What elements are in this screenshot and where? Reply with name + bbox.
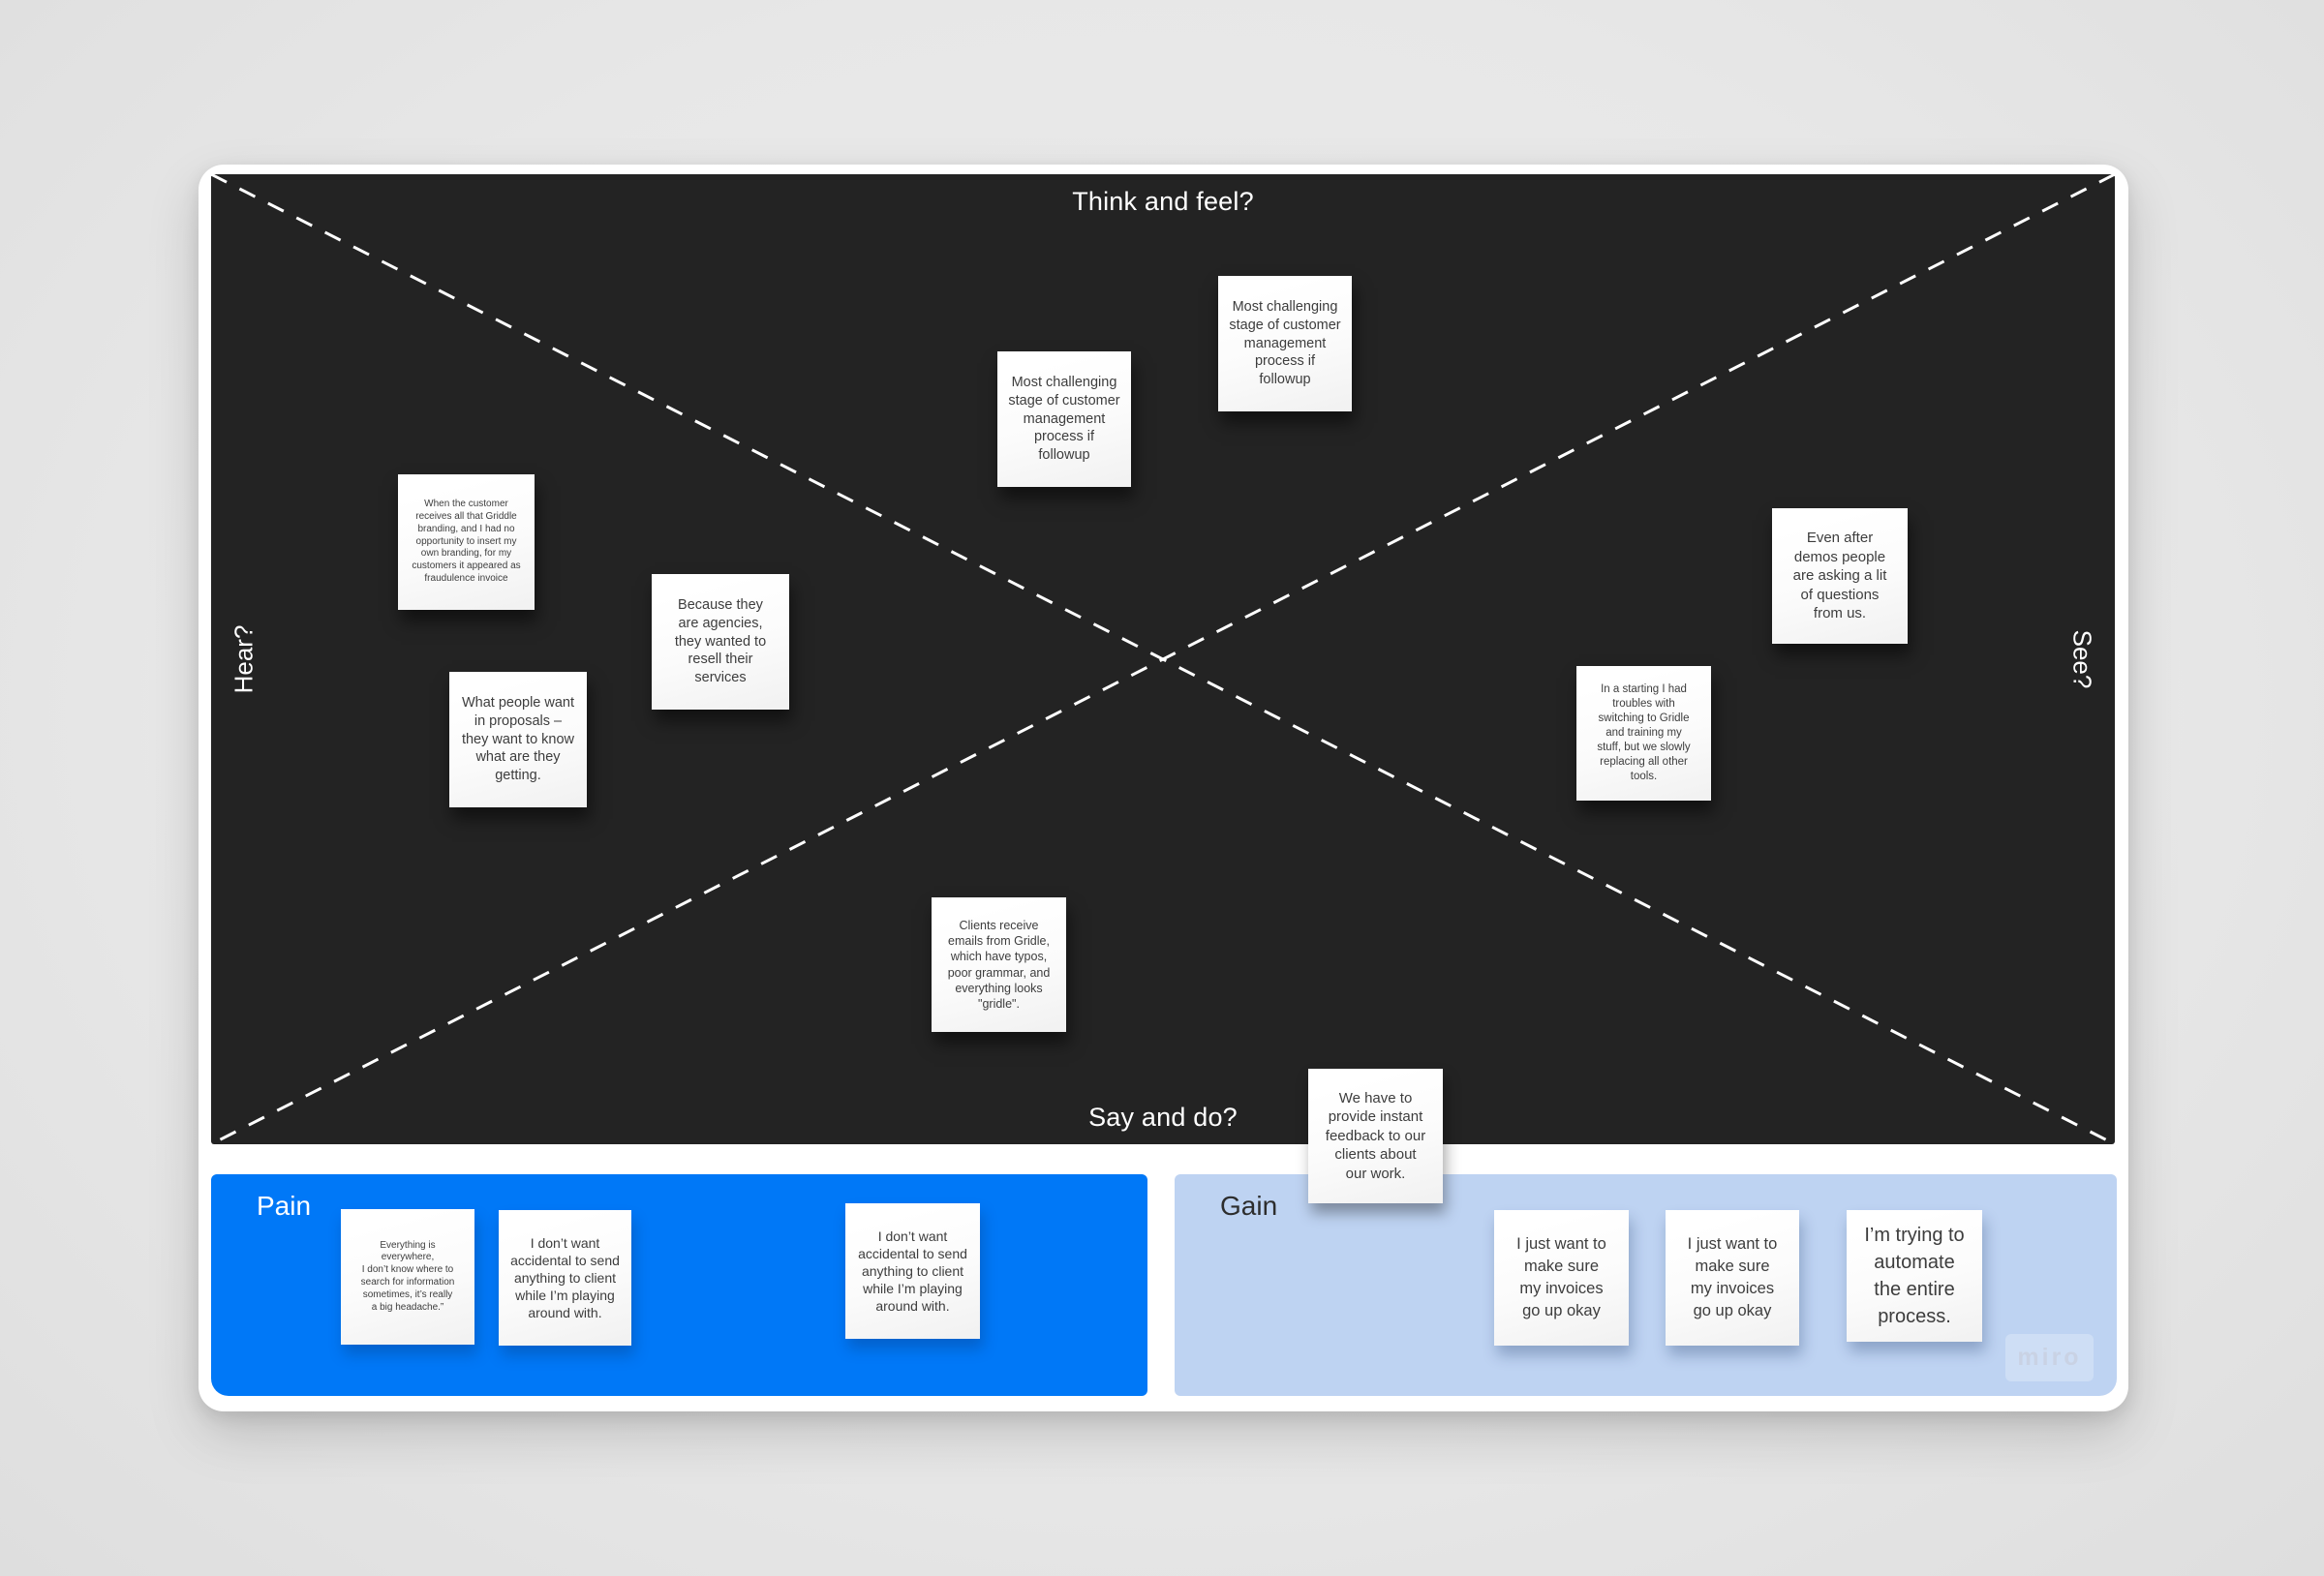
empathy-map-canvas: Think and feel? Hear? See? Say and do? (211, 174, 2115, 1144)
sticky-note-most-challenging-1[interactable]: Most challenging stage of customer manag… (1218, 276, 1352, 411)
gain-panel-label: Gain (1220, 1191, 1278, 1221)
sticky-note-agencies-resell[interactable]: Because they are agencies, they wanted t… (652, 574, 789, 710)
sticky-note-invoices-okay-2[interactable]: I just want to make sure my invoices go … (1666, 1210, 1799, 1346)
diagonal-dashed-lines (211, 174, 2115, 1144)
sticky-note-accidental-send-1[interactable]: I don’t want accidental to send anything… (499, 1210, 631, 1346)
sticky-note-griddle-branding[interactable]: When the customer receives all that Grid… (398, 474, 535, 610)
sticky-note-automate-process[interactable]: I’m trying to automate the entire proces… (1847, 1210, 1982, 1342)
sticky-note-most-challenging-2[interactable]: Most challenging stage of customer manag… (997, 351, 1131, 487)
quadrant-label-say-and-do: Say and do? (1088, 1103, 1238, 1132)
sticky-note-gridle-emails[interactable]: Clients receive emails from Gridle, whic… (932, 897, 1066, 1032)
quadrant-label-see: See? (2067, 629, 2097, 689)
sticky-note-instant-feedback[interactable]: We have to provide instant feedback to o… (1308, 1069, 1443, 1203)
quadrant-label-hear: Hear? (229, 624, 259, 694)
miro-logo[interactable]: miro (2005, 1334, 2094, 1381)
sticky-note-invoices-okay-1[interactable]: I just want to make sure my invoices go … (1494, 1210, 1629, 1346)
sticky-note-switching-troubles[interactable]: In a starting I had troubles with switch… (1576, 666, 1711, 801)
sticky-note-everything-everywhere[interactable]: Everything is everywhere, I don’t know w… (341, 1209, 474, 1345)
sticky-note-demos-questions[interactable]: Even after demos people are asking a lit… (1772, 508, 1908, 644)
quadrant-label-think-and-feel: Think and feel? (1072, 187, 1254, 216)
pain-panel-label: Pain (257, 1191, 312, 1221)
sticky-note-accidental-send-2[interactable]: I don’t want accidental to send anything… (845, 1203, 980, 1339)
sticky-note-proposals[interactable]: What people want in proposals – they wan… (449, 672, 587, 807)
